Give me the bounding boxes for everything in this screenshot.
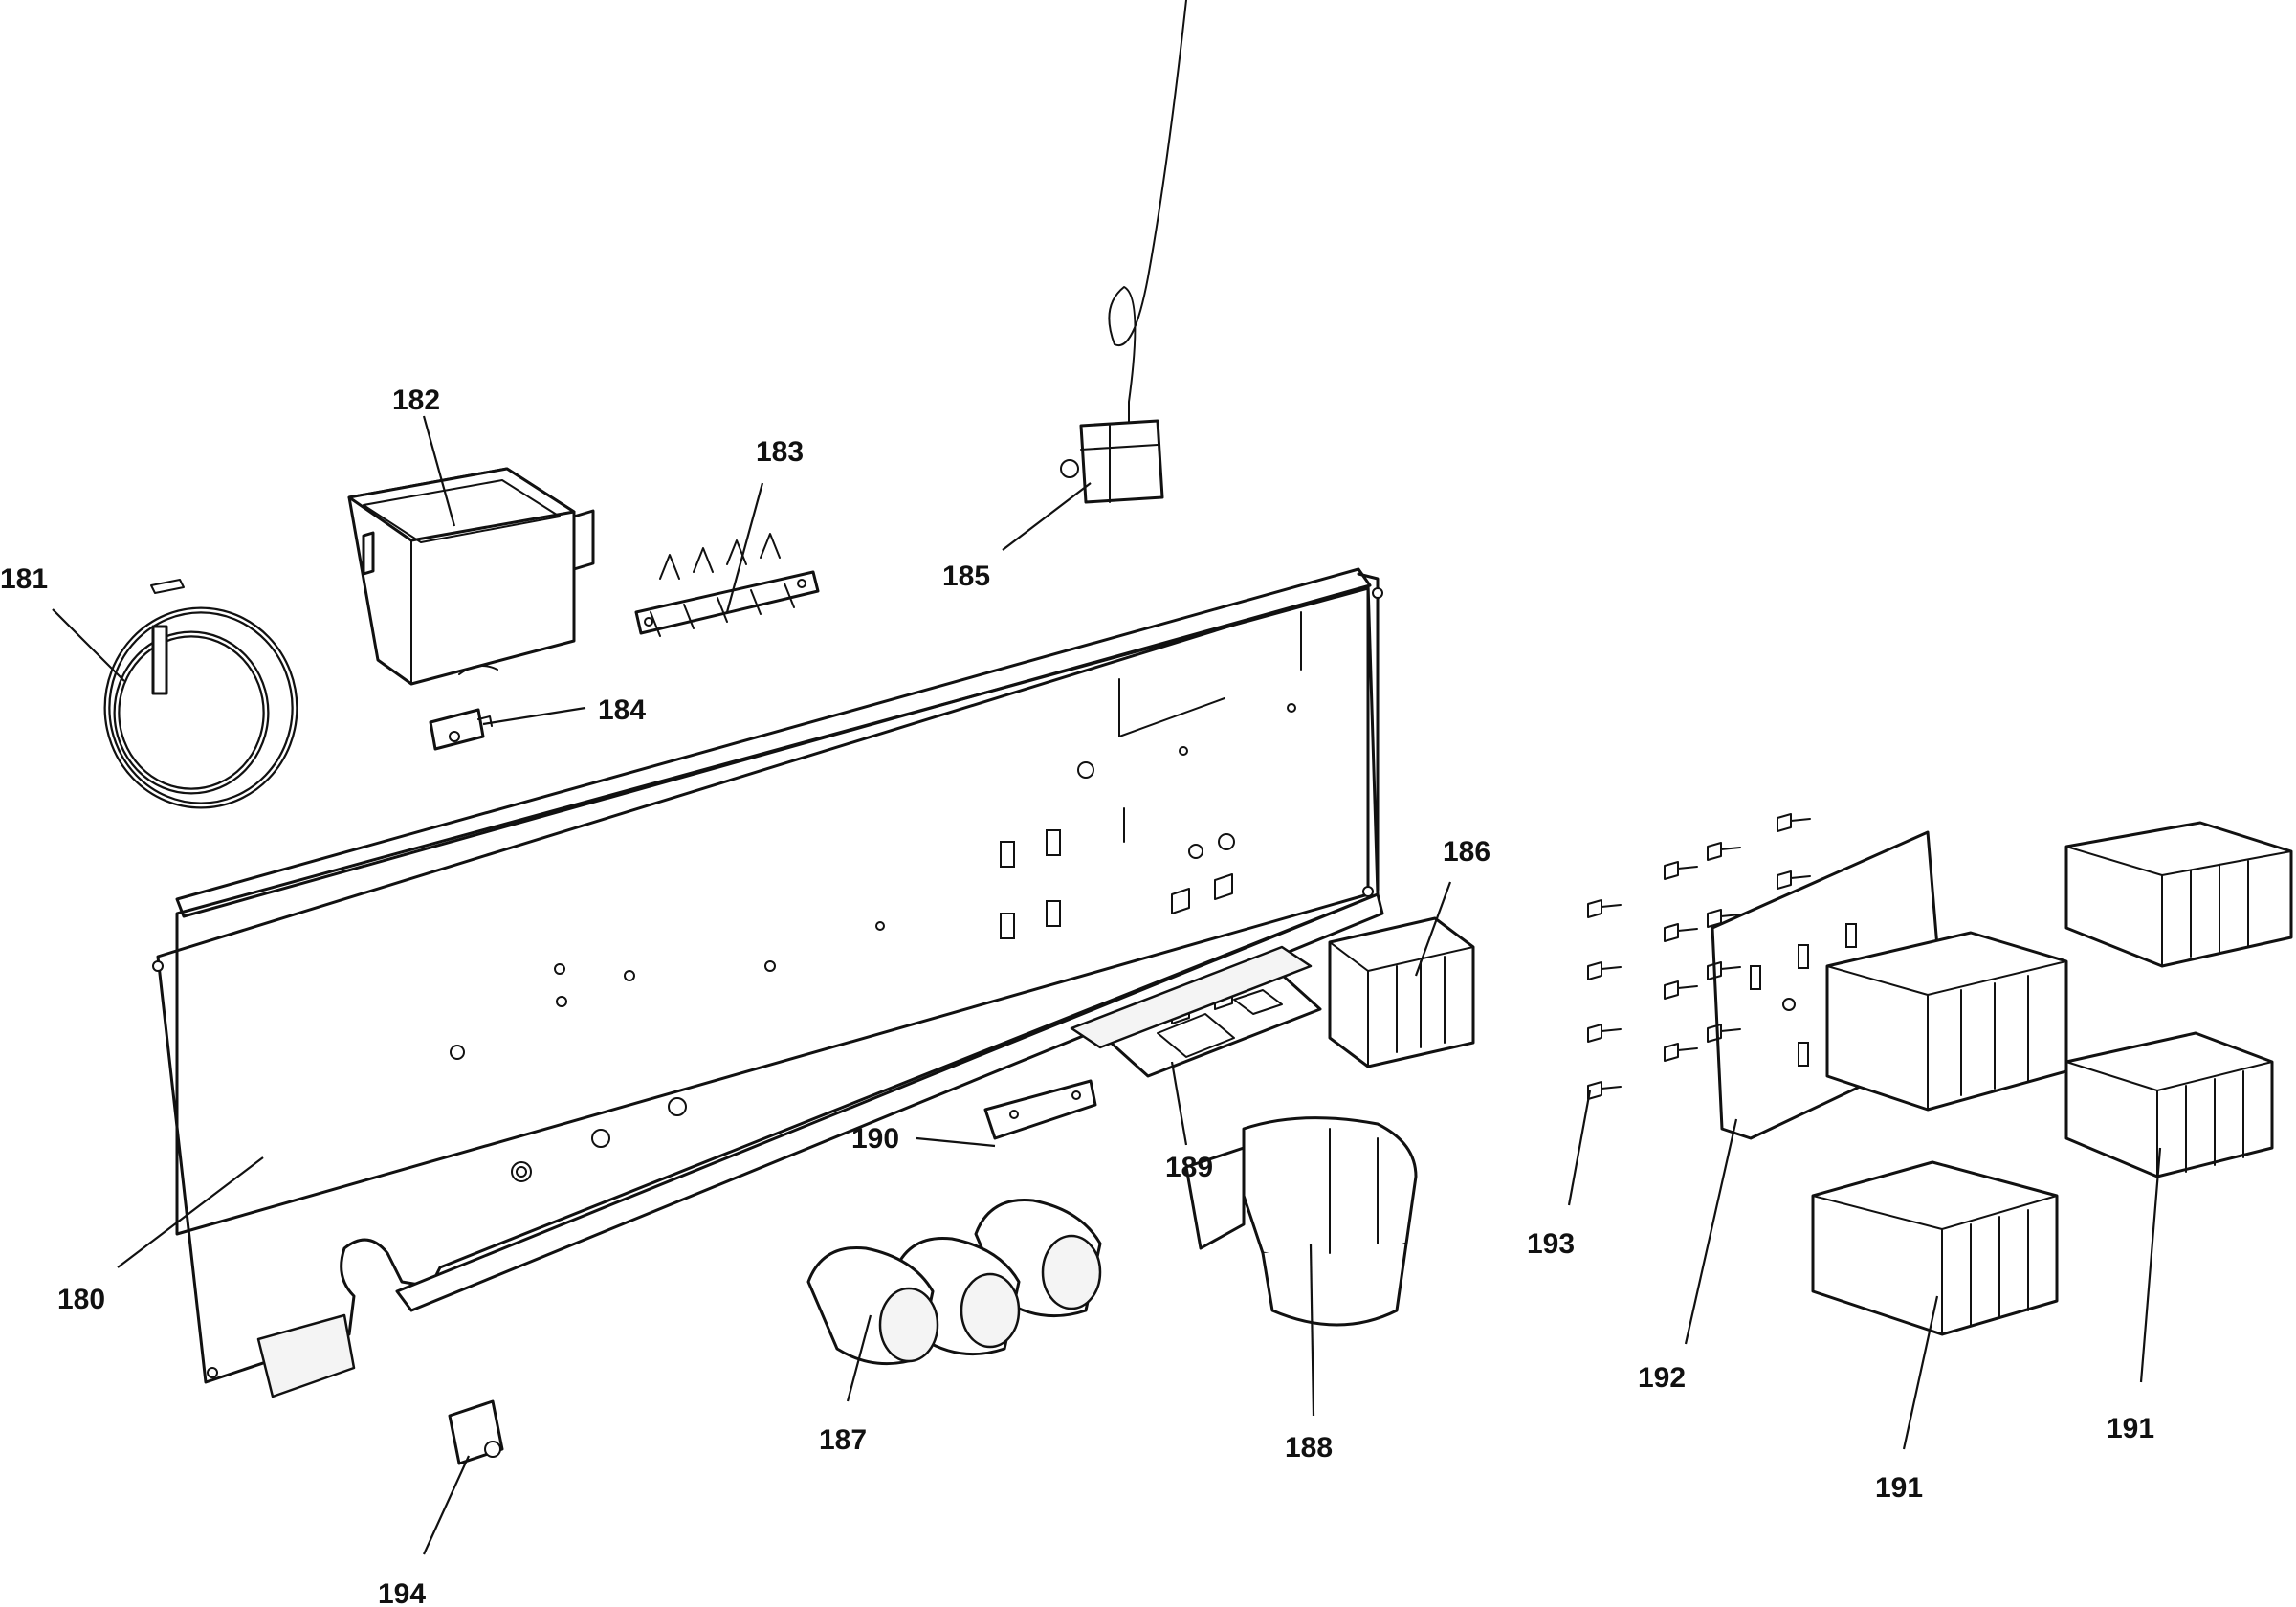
part-185-thermostat bbox=[1060, 0, 1187, 504]
callout-185: 185 bbox=[942, 561, 990, 592]
callout-187: 187 bbox=[819, 1424, 867, 1456]
part-193-terminal-clips bbox=[1587, 813, 1811, 1100]
callout-191-lower: 191 bbox=[1875, 1472, 1923, 1504]
part-188-motor bbox=[1184, 1116, 1418, 1327]
part-186-contactor bbox=[1328, 916, 1475, 1068]
callout-labels: 180 181 182 183 184 185 186 187 188 189 … bbox=[0, 385, 2154, 1607]
part-180-mounting-panel bbox=[152, 567, 1384, 1398]
part-194-terminal bbox=[448, 1399, 504, 1465]
part-184-clamp bbox=[429, 708, 493, 751]
callout-184: 184 bbox=[598, 694, 646, 726]
leader-183 bbox=[725, 482, 764, 613]
part-187-capacitors bbox=[806, 1198, 1102, 1366]
part-191-contactor-middle bbox=[1825, 931, 2068, 1112]
leader-191b bbox=[1902, 1295, 1939, 1450]
leader-189 bbox=[1170, 1061, 1188, 1146]
part-190-strap bbox=[983, 1079, 1097, 1140]
leader-191a bbox=[2139, 1147, 2162, 1383]
leader-188 bbox=[1309, 1243, 1315, 1417]
callout-182: 182 bbox=[392, 385, 440, 416]
part-189-bracket-plate bbox=[1070, 945, 1313, 1049]
leader-180 bbox=[117, 1156, 264, 1268]
callout-183: 183 bbox=[756, 436, 804, 468]
leader-192 bbox=[1684, 1118, 1738, 1345]
callout-188: 188 bbox=[1285, 1432, 1333, 1464]
leader-182 bbox=[422, 415, 456, 527]
part-183-terminal-block bbox=[634, 533, 820, 637]
callout-180: 180 bbox=[57, 1284, 105, 1315]
leader-190 bbox=[916, 1136, 996, 1148]
part-181-coiled-tube bbox=[103, 579, 298, 809]
callout-181: 181 bbox=[0, 563, 48, 595]
leader-193 bbox=[1567, 1090, 1592, 1206]
callout-189: 189 bbox=[1165, 1152, 1213, 1183]
callout-193: 193 bbox=[1527, 1228, 1575, 1260]
leader-184 bbox=[482, 706, 586, 726]
callout-186: 186 bbox=[1443, 836, 1490, 868]
leader-lines bbox=[52, 415, 2162, 1555]
leader-194 bbox=[422, 1455, 471, 1555]
leader-185 bbox=[1002, 482, 1092, 551]
callout-192: 192 bbox=[1638, 1362, 1686, 1394]
leader-187 bbox=[846, 1314, 872, 1402]
callout-194: 194 bbox=[378, 1578, 426, 1607]
part-191-contactor-top bbox=[2064, 821, 2293, 968]
callout-191-right: 191 bbox=[2107, 1413, 2154, 1444]
part-182-enclosure-cover bbox=[347, 467, 595, 686]
callout-190: 190 bbox=[851, 1123, 899, 1155]
leader-181 bbox=[52, 608, 125, 682]
leader-186 bbox=[1414, 881, 1452, 977]
part-191-contactor-lower bbox=[1811, 1160, 2059, 1336]
part-191-contactor-right bbox=[2064, 1031, 2274, 1178]
